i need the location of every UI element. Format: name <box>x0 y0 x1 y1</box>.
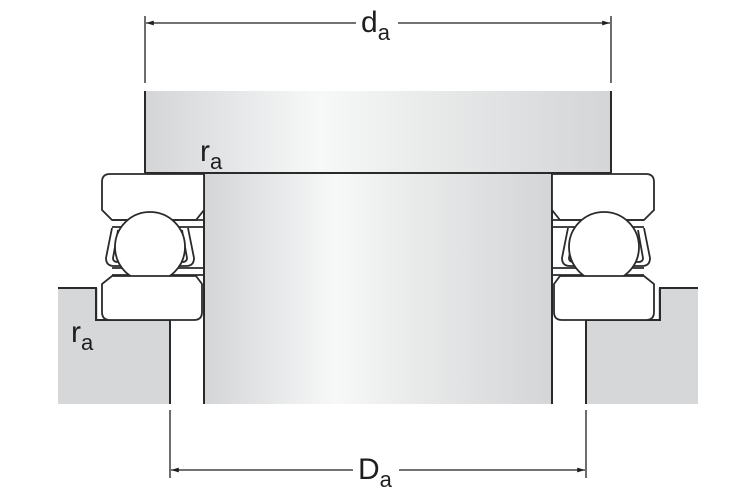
dimension-da <box>144 16 612 83</box>
label-housing-fillet-radius: ra <box>71 316 93 354</box>
label-main: r <box>71 316 81 349</box>
bearing-right <box>551 173 655 321</box>
shaft <box>203 173 553 404</box>
label-main: d <box>361 6 378 39</box>
housing-right <box>585 287 698 404</box>
label-subscript: a <box>81 330 94 355</box>
label-main: D <box>358 453 380 486</box>
label-shaft-fillet-radius: ra <box>200 135 222 173</box>
label-subscript: a <box>379 467 392 492</box>
label-housing-abutment-diameter: Da <box>358 453 392 491</box>
label-shaft-abutment-diameter: da <box>361 6 390 44</box>
label-subscript: a <box>210 149 223 174</box>
dimension-Da <box>169 410 587 478</box>
housing-left <box>58 287 171 404</box>
shaft-shoulder <box>144 91 612 174</box>
label-main: r <box>200 135 210 168</box>
label-subscript: a <box>377 20 390 45</box>
bearing-left <box>101 173 205 321</box>
